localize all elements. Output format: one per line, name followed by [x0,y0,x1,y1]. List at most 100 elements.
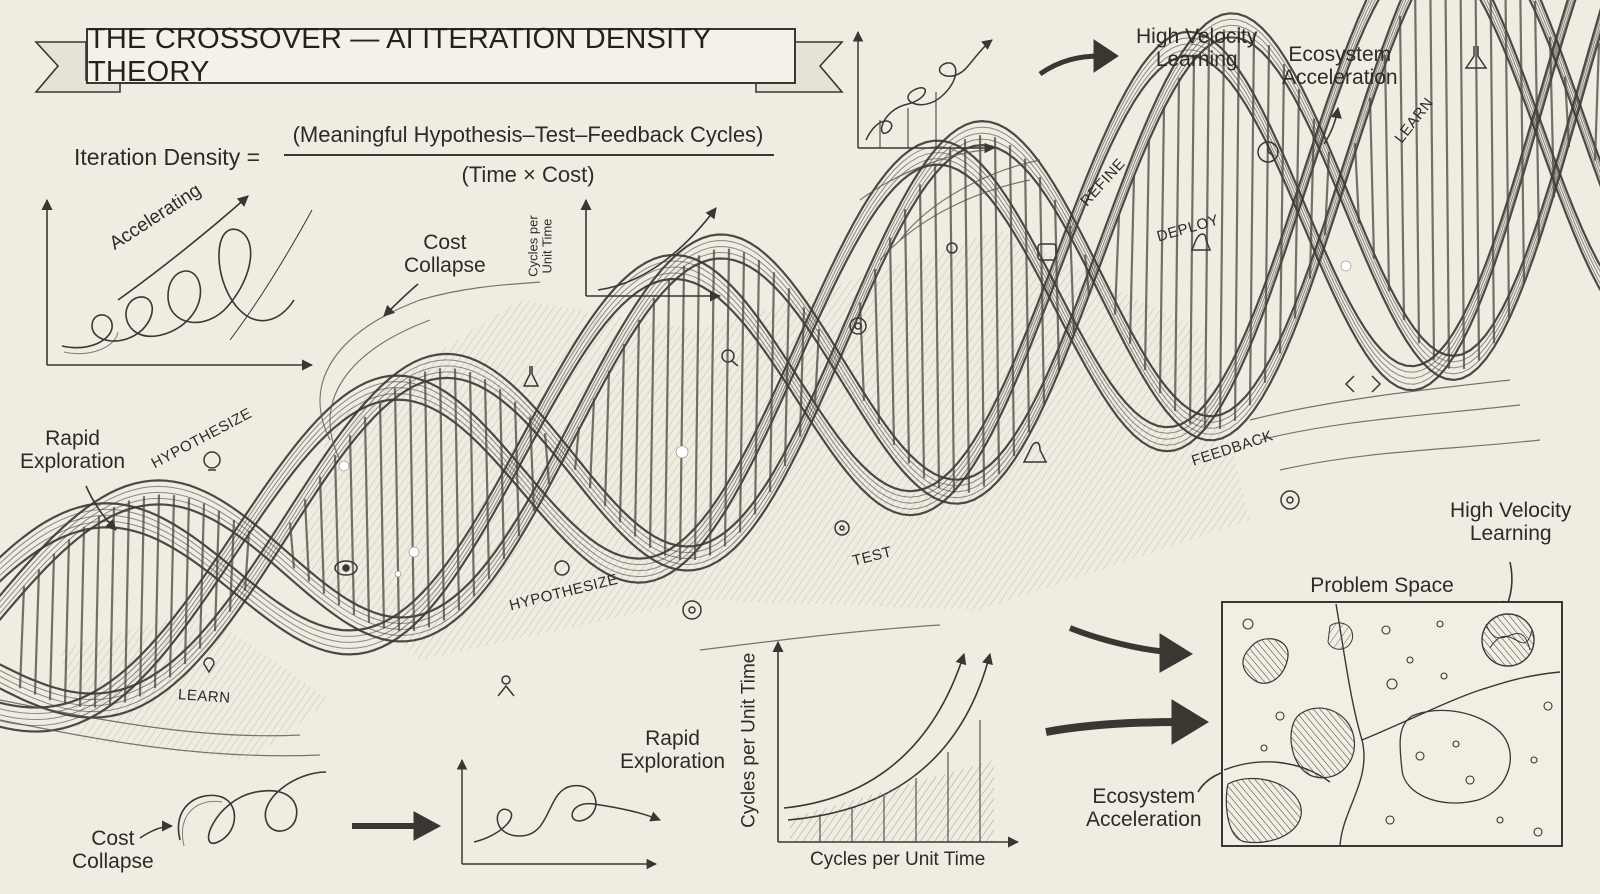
helix-base-pair [498,388,506,560]
helix-base-pair [1414,0,1421,344]
accelerating-loops-chart [41,195,314,371]
helix-base-pair [1203,38,1211,430]
rocket-icon [1022,441,1048,463]
helix-base-pair [393,388,401,632]
dna-helix [0,0,1600,733]
bottom-spiral [177,771,327,847]
helix-base-pair [33,569,41,695]
helix-base-pairs [18,0,1600,708]
helix-base-pair [1218,29,1226,429]
helix-base-pair [1548,36,1556,198]
flask-icon [1464,46,1488,69]
helix-base-pair [1504,0,1511,318]
helix-base-pair [1533,0,1541,244]
helix-base-pair [1474,0,1481,361]
formula-denominator: (Time × Cost) [461,162,595,187]
formula-numerator: (Meaningful Hypothesis–Test–Feedback Cyc… [292,122,764,147]
helix-base-pair [1038,177,1046,404]
rocket-icon [1190,233,1212,251]
helix-base-pair [888,237,896,446]
helix-base-pair [1248,32,1256,406]
helix-base-pair [798,307,806,437]
helix-base-pair [1008,145,1016,457]
helix-base-pair [408,378,416,631]
helix-base-pair [663,279,671,556]
helix-base-pair [618,344,626,523]
chat-icon [554,560,570,576]
helix-base-pair [1459,0,1466,370]
clock-icon [1257,141,1279,163]
helix-base-pair [1489,0,1496,344]
helix-base-pair [213,510,221,632]
helix-strand-line [0,0,1600,715]
label-cycles-axis-small: Cycles per Unit Time [525,215,555,277]
helix-base-pair [1593,42,1600,161]
helix-base-pair [378,401,386,629]
lightbulb-icon [946,242,958,254]
helix-base-pair [483,378,491,580]
helix-icons [203,46,1488,697]
helix-base-pair [1429,0,1436,360]
helix-base-pair [648,298,656,548]
label-high-velocity-right: High Velocity Learning [1450,499,1572,545]
helix-base-pair [363,416,371,623]
helix-strand-line [0,21,1600,630]
helix-base-pair [813,329,821,405]
helix-strand-line [0,0,1573,643]
problem-space-map [1221,601,1563,847]
bottom-loop-chart [456,758,661,870]
helix-base-pair [933,164,941,489]
target-icon [834,520,850,536]
helix-base-pair [603,370,611,507]
helix-strand-line [0,0,1600,709]
helix-base-pair [18,586,26,689]
flow-arrows [352,625,1209,841]
eye-icon [334,560,358,576]
helix-base-pair [108,507,116,707]
helix-strand-line [0,27,1600,636]
helix-base-pair [1068,225,1076,335]
magnifier-icon [721,349,739,367]
helix-base-pair [1263,45,1271,383]
helix-base-pair [153,494,161,689]
helix-base-pair [183,498,191,665]
code-brackets-icon [1344,375,1382,393]
formula-lhs: Iteration Density = [74,144,261,170]
helix-base-pair [873,269,881,424]
helix-base-pair [1233,27,1241,421]
helix-base-pair [753,260,761,515]
helix-base-pair [948,148,956,494]
helix-base-pair [1368,97,1376,259]
helix-base-pair [588,398,596,489]
helix-base-pair [693,255,701,561]
helix-base-pair [963,139,971,493]
helix-base-pair [738,252,746,533]
helix-base-pair [1383,54,1391,292]
label-rapid-exploration-left: Rapid Exploration [20,427,126,473]
helix-base-pair [1353,143,1361,224]
lightbulb-icon [203,451,221,471]
helix-base-pair [1053,199,1061,371]
helix-base-pair [573,427,581,470]
helix-base-pair [783,288,791,466]
helix-base-pair [1143,139,1151,371]
helix-base-pair [993,137,1001,475]
page-title: THE CROSSOVER — AI ITERATION DENSITY THE… [88,23,712,88]
helix-base-pair [633,319,641,537]
helix-base-pair [288,522,296,569]
helix-base-pair [903,209,911,464]
helix-base-pair [1188,55,1196,424]
helix-strand-line [0,31,1600,643]
title-banner: THE CROSSOVER — AI ITERATION DENSITY THE… [86,23,796,88]
helix-base-pair [1158,106,1166,393]
helix-base-pair [1128,175,1136,344]
chat-icon [1037,243,1057,261]
label-cycles-y-axis: Cycles per Unit Time [738,652,760,828]
helix-base-pair [918,184,926,479]
helix-base-pair [228,519,236,612]
helix-base-pair [48,553,56,701]
helix-base-pair [93,515,101,708]
gear-icon [1280,490,1300,510]
label-ecosystem-bottom: Ecosystem Acceleration [1086,785,1202,831]
helix-base-pair [198,503,206,649]
